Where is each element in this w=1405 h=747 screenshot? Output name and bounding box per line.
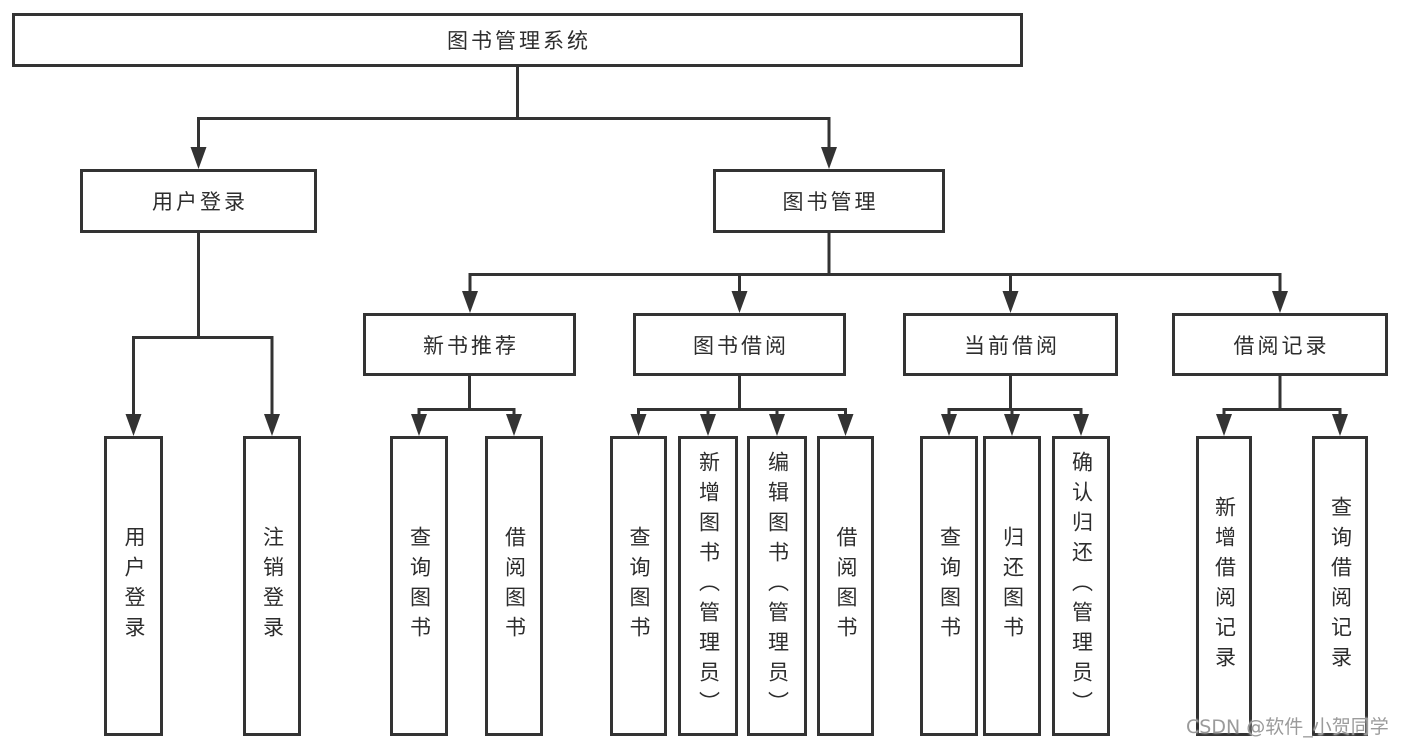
leaf-label: 编辑图书（管理员）	[765, 451, 790, 721]
arrow-down-icon	[506, 414, 522, 436]
node-label: 用户登录	[152, 190, 248, 214]
leaf-add-books-admin: 新增图书（管理员）	[678, 436, 738, 736]
node-label: 图书管理系统	[447, 29, 591, 53]
arrow-down-icon	[1073, 414, 1089, 436]
leaf-query-books-current: 查询图书	[920, 436, 978, 736]
connector-borrow-records-split	[1222, 408, 1342, 414]
arrow-down-icon	[1004, 414, 1020, 436]
leaf-label: 新增图书（管理员）	[696, 451, 721, 721]
arrow-down-icon	[125, 414, 142, 436]
connector-user-login-split	[132, 336, 274, 414]
connector-level1-split	[197, 117, 831, 147]
arrow-down-icon	[1216, 414, 1232, 436]
leaf-user-login: 用户登录	[104, 436, 163, 736]
node-current-borrow: 当前借阅	[903, 313, 1118, 376]
csdn-watermark: CSDN @软件_小贺同学	[1186, 716, 1389, 738]
node-label: 图书借阅	[693, 333, 789, 358]
leaf-label: 查询图书	[627, 526, 651, 646]
leaf-label: 借阅图书	[502, 526, 527, 646]
leaf-borrow-books: 借阅图书	[817, 436, 874, 736]
arrow-down-icon	[769, 414, 785, 436]
arrow-down-icon	[821, 147, 837, 169]
leaf-label: 查询借阅记录	[1328, 496, 1353, 676]
connector-new-book-split	[417, 408, 516, 414]
leaf-label: 借阅图书	[834, 526, 858, 646]
leaf-label: 归还图书	[1000, 526, 1025, 646]
leaf-logout: 注销登录	[243, 436, 301, 736]
leaf-label: 新增借阅记录	[1212, 496, 1237, 676]
leaf-return-books: 归还图书	[983, 436, 1041, 736]
node-label: 借阅记录	[1233, 333, 1330, 358]
arrow-down-icon	[1272, 291, 1288, 313]
leaf-label: 查询图书	[407, 526, 432, 646]
leaf-edit-books-admin: 编辑图书（管理员）	[747, 436, 807, 736]
arrow-down-icon	[731, 291, 748, 313]
leaf-query-books-recommend: 查询图书	[390, 436, 448, 736]
node-book-borrow: 图书借阅	[633, 313, 846, 376]
arrow-down-icon	[190, 147, 207, 169]
arrow-down-icon	[700, 414, 716, 436]
arrow-down-icon	[1002, 291, 1019, 313]
arrow-down-icon	[837, 414, 854, 436]
leaf-label: 查询图书	[937, 526, 962, 646]
connector-book-mgmt-split	[468, 273, 1282, 291]
leaf-label: 注销登录	[260, 526, 285, 646]
node-label: 新书推荐	[423, 333, 519, 358]
node-library-system: 图书管理系统	[12, 13, 1023, 67]
node-label: 图书管理	[782, 190, 879, 214]
leaf-label: 用户登录	[122, 526, 146, 646]
arrow-down-icon	[1332, 414, 1348, 436]
leaf-borrow-books-recommend: 借阅图书	[485, 436, 543, 736]
node-book-management: 图书管理	[713, 169, 945, 233]
node-new-book-recommend: 新书推荐	[363, 313, 576, 376]
node-label: 当前借阅	[964, 333, 1060, 358]
leaf-add-borrow-record: 新增借阅记录	[1196, 436, 1252, 736]
arrow-down-icon	[941, 414, 957, 436]
leaf-query-borrow-record: 查询借阅记录	[1312, 436, 1368, 736]
leaf-query-books-borrow: 查询图书	[610, 436, 667, 736]
node-borrow-records: 借阅记录	[1172, 313, 1388, 376]
arrow-down-icon	[630, 414, 647, 436]
arrowheads	[125, 147, 1348, 436]
connector-book-borrow-split	[637, 408, 847, 414]
connector-current-borrow-split	[947, 408, 1083, 414]
leaf-confirm-return-admin: 确认归还（管理员）	[1052, 436, 1110, 736]
leaf-label: 确认归还（管理员）	[1069, 451, 1094, 721]
arrow-down-icon	[462, 291, 478, 313]
arrow-down-icon	[411, 414, 427, 436]
node-user-login: 用户登录	[80, 169, 317, 233]
arrow-down-icon	[264, 414, 280, 436]
